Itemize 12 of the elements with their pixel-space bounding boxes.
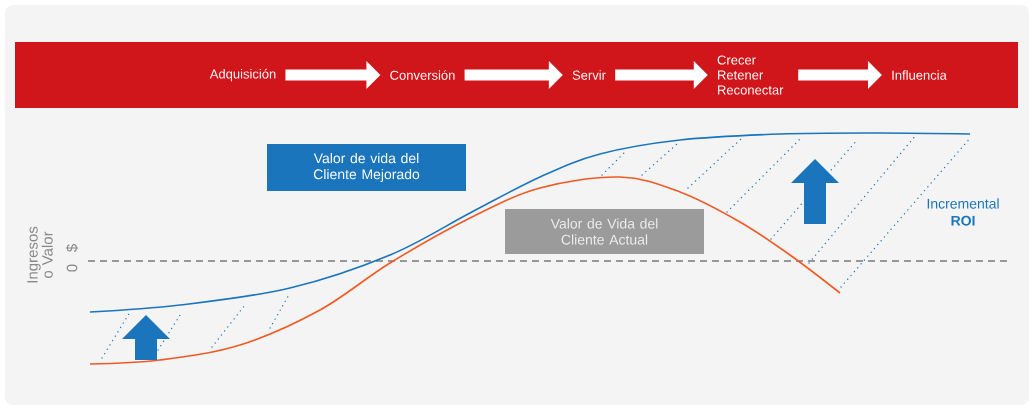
stage-label: Crecer Retener Reconectar — [717, 55, 784, 95]
stage-label: Conversión — [390, 70, 455, 80]
axis-tick: 0 — [66, 264, 78, 272]
label-box: Valor de Vida del Cliente Actual — [505, 209, 704, 254]
stage-label: Influencia — [892, 70, 947, 80]
stage-label: Adquisición — [209, 68, 276, 82]
axis-tick: $ — [65, 244, 79, 252]
stage-band — [15, 42, 1018, 108]
label-box: Valor de vida del Cliente Mejorado — [267, 144, 466, 191]
stage-label: Servir — [572, 70, 606, 80]
axis-label: Ingresos o Valor — [27, 226, 53, 283]
incremental-label: Incremental ROI — [927, 198, 999, 226]
